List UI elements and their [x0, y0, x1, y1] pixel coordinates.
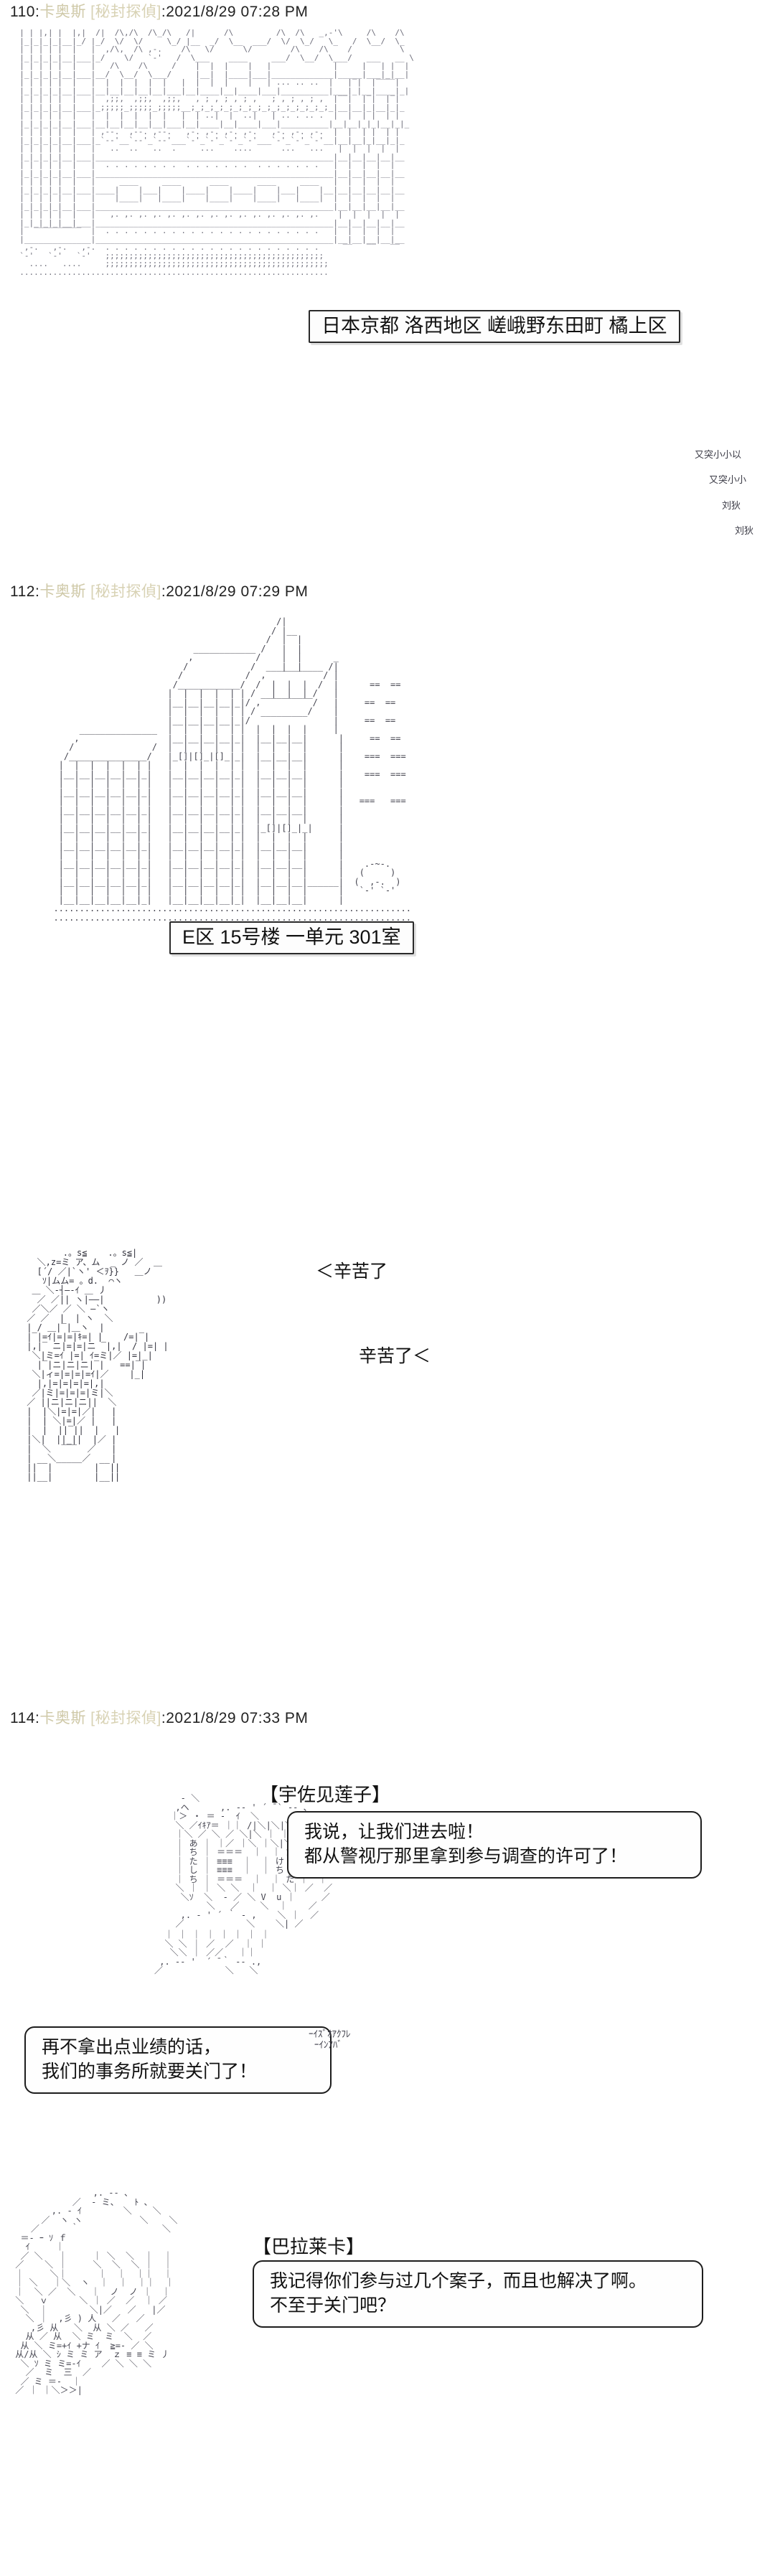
- post-114-bubble-3: 我记得你们参与过几个案子，而且也解决了啊。 不至于关门吧？: [253, 2260, 703, 2328]
- post-110-side-note-1: 又突小小以: [695, 450, 742, 461]
- aa-crowd-rows: ‐ ＼ ,ヘ ,. -‐ ' ´ ̄ ` ‐- 、 ｜＞ ・ ＝ ‐ ｲ ＼ ＼…: [170, 1793, 353, 1929]
- aa-crowd-rows-2: ｜ ｜ ｜ ｜ ｜ ｜ ｜ ｜ ＼ ＼ ｜ ／ ／ ｜ ｜ ＼＼ ｜ ／／ ｜｜…: [154, 1929, 271, 1975]
- post-114-date: 2021/8/29 07:33 PM: [166, 1710, 309, 1726]
- post-112-location-caption: E区 15号楼 一单元 301室: [169, 921, 414, 954]
- post-112-floating-line-2: 辛苦了＜: [359, 1346, 431, 1366]
- post-114-tripcode: [秘封探偵]: [90, 1710, 161, 1726]
- post-110-header: 110:卡奥斯 [秘封探偵]:2021/8/29 07:28 PM: [10, 4, 309, 20]
- post-110-location-caption: 日本京都 洛西地区 嵯峨野东田町 橘上区: [309, 310, 680, 343]
- post-112-header-wrap: 112:卡奥斯 [秘封探偵]:2021/8/29 07:29 PM: [0, 583, 308, 601]
- post-114-number: 114: [10, 1710, 35, 1726]
- post-114-bubble-2: 再不拿出点业绩的话， 我们的事务所就要关门了！: [24, 2026, 332, 2094]
- post-110-side-note-3: 刘狄: [722, 501, 741, 512]
- post-114-crowd-aa-2: ｜ ｜ ｜ ｜ ｜ ｜ ｜ ｜ ＼ ＼ ｜ ／ ／ ｜ ｜ ＼＼ ｜ ／／ ｜｜…: [154, 1930, 556, 1975]
- post-112-tripcode: [秘封探偵]: [90, 583, 161, 600]
- post-114-name[interactable]: 卡奥斯: [39, 1710, 86, 1726]
- post-110-number: 110: [10, 4, 35, 20]
- post-114-speaker-1: 【宇佐见莲子】: [260, 1784, 391, 1805]
- post-110-aa-art: | | |,| | |,| /| /\,/\ /\_/\ /| /\ /\ /\…: [10, 29, 771, 276]
- post-114-side-note-glyphs: ｰｲｽﾞｵｱｸﾌﾚ ｰｲﾝｱﾊﾞ: [309, 2029, 351, 2051]
- post-114-header-wrap: 114:卡奥斯 [秘封探偵]:2021/8/29 07:33 PM: [0, 1709, 308, 1728]
- post-114-character-aa: ,. -‐ 、 ／ ‐ ミ、 ﾄ 、 ,. ‐ ｲ ＼ ＼ ／ ヽ ヽ ＼ ＼ …: [10, 2189, 555, 2395]
- aa-character-rows: ,. -‐ 、 ／ ‐ ミ、 ﾄ 、 ,. ‐ ｲ ＼ ＼ ／ ヽ ヽ ＼ ＼ …: [15, 2188, 178, 2395]
- post-112-face-aa: .。s≦ .。s≦| ＼,z=ミ ア、ム _ ノ ／ ＿ [´/ ／|`ヽ' ＜…: [22, 1249, 524, 1482]
- post-114-header: 114:卡奥斯 [秘封探偵]:2021/8/29 07:33 PM: [10, 1710, 309, 1726]
- post-112-number: 112: [10, 583, 35, 600]
- post-110-header-wrap: 110:卡奥斯 [秘封探偵]:2021/8/29 07:28 PM: [0, 3, 308, 22]
- post-110-side-note-2: 又突小小: [709, 475, 747, 486]
- post-114-speaker-2: 【巴拉莱卡】: [253, 2236, 365, 2257]
- post-112-aa-art: /| / | / |‾‾| / | | ,‾‾‾‾‾‾‾‾‾‾‾‾/ |: [43, 617, 775, 922]
- post-110-side-note-4: 刘狄: [735, 526, 754, 537]
- post-110-date: 2021/8/29 07:28 PM: [166, 4, 309, 20]
- post-114-bubble-1: 我说，让我们进去啦！ 都从警视厅那里拿到参与调查的许可了！: [287, 1811, 702, 1879]
- post-112-header: 112:卡奥斯 [秘封探偵]:2021/8/29 07:29 PM: [10, 583, 309, 600]
- post-114-crowd-aa: ‐ ＼ ,ヘ ,. -‐ ' ´ ̄ ` ‐- 、 ｜＞ ・ ＝ ‐ ｲ ＼ ＼…: [165, 1794, 775, 1929]
- aa-apartment-rows: /| / | / |‾‾| / | | ,‾‾‾‾‾‾‾‾‾‾‾‾/ |: [53, 616, 411, 923]
- aa-city-rows: | | |,| | |,| /| /\,/\ /\_/\ /| /\ /\ /\…: [19, 28, 414, 277]
- aa-face-rows: .。s≦ .。s≦| ＼,z=ミ ア、ム _ ノ ／ ＿ [´/ ／|`ヽ' ＜…: [27, 1248, 169, 1482]
- post-112-name[interactable]: 卡奥斯: [39, 583, 86, 600]
- post-110-name[interactable]: 卡奥斯: [39, 4, 86, 20]
- post-112-floating-line-1: ＜辛苦了: [316, 1261, 388, 1282]
- post-112-date: 2021/8/29 07:29 PM: [166, 583, 309, 600]
- post-110-tripcode: [秘封探偵]: [90, 4, 161, 20]
